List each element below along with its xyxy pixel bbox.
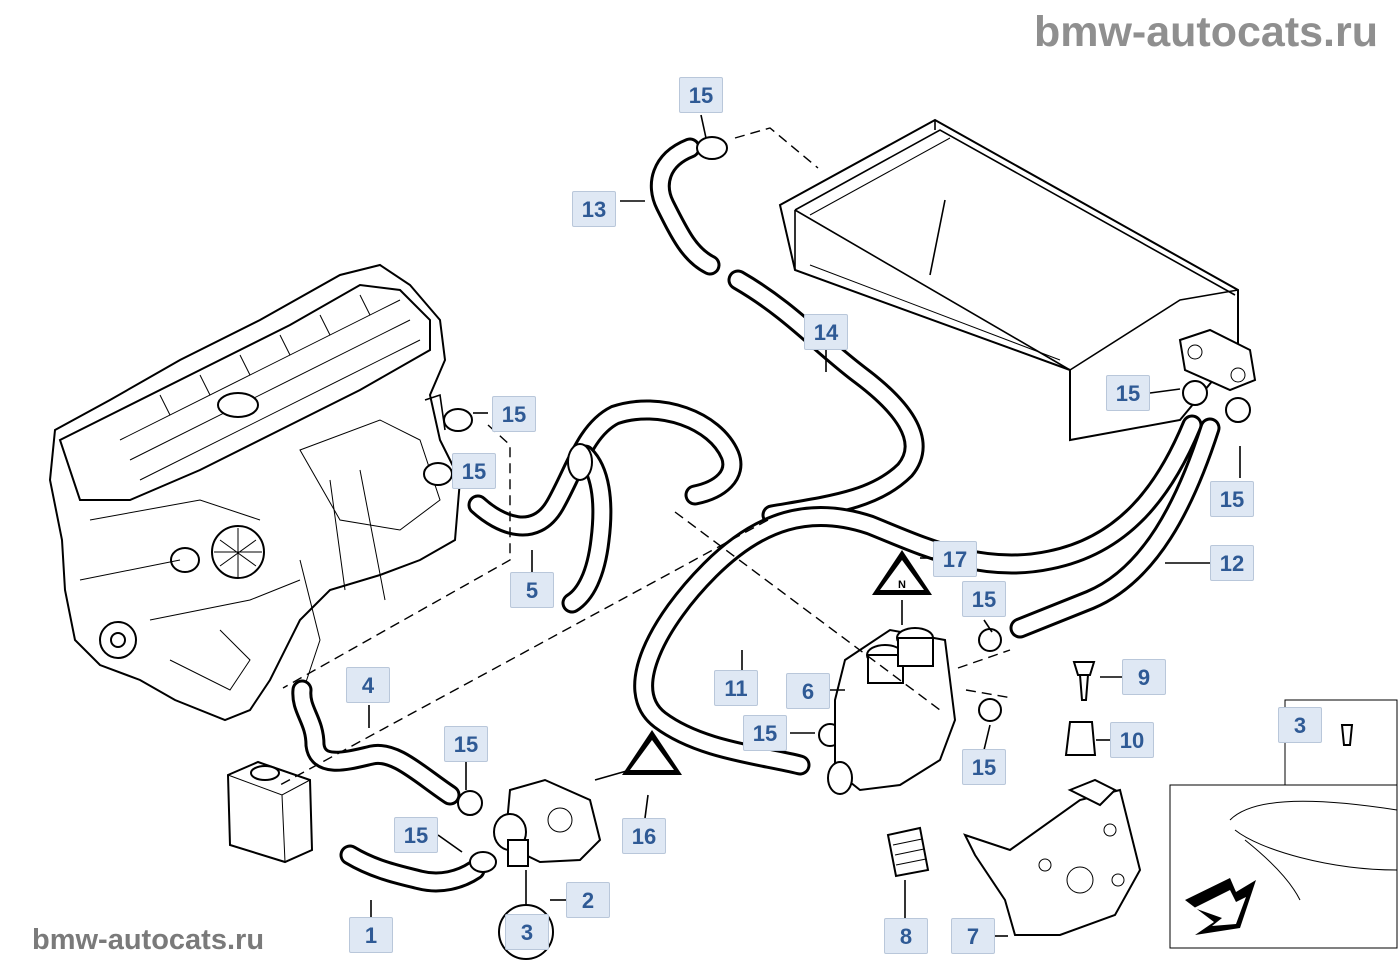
dashed-guides [279,127,1013,786]
heater-valve [827,627,957,795]
callout-7[interactable]: 7 [951,918,995,954]
callout-15-valve-bottom[interactable]: 15 [962,749,1006,785]
screw [1072,661,1096,701]
callout-15-valve-top[interactable]: 15 [962,581,1006,617]
coolant-reservoir [226,760,314,864]
callout-14[interactable]: 14 [804,314,848,350]
bracket [963,778,1142,936]
callout-15-pump-bottom[interactable]: 15 [394,817,438,853]
svg-text:N: N [898,579,906,591]
hose-14 [727,269,925,526]
hose-5 [467,399,743,614]
hose-13 [649,137,721,276]
circle-ref-3: 3 [498,904,554,960]
callout-2[interactable]: 2 [566,882,610,918]
callout-15-valve-left[interactable]: 15 [743,715,787,751]
hose-4 [291,679,461,806]
callout-4[interactable]: 4 [346,667,390,703]
callout-3-detail[interactable]: 3 [1278,707,1322,743]
callout-3-circle[interactable]: 3 [505,914,549,950]
rubber-pad [886,826,930,878]
callout-12[interactable]: 12 [1210,545,1254,581]
leader-lines [368,114,1241,937]
detail-inset [1169,699,1398,949]
warning-triangle-17: N [872,550,932,595]
watermark-top: bmw-autocats.ru [1033,8,1378,56]
callout-15-engine-b[interactable]: 15 [452,453,496,489]
grommet [1064,721,1097,756]
hose-1 [339,844,486,893]
callout-15-pump-top[interactable]: 15 [444,726,488,762]
callout-8[interactable]: 8 [884,918,928,954]
engine-block [48,263,462,722]
callout-15-heater-right[interactable]: 15 [1210,481,1254,517]
water-pump [493,778,602,867]
callout-1[interactable]: 1 [349,917,393,953]
callout-11[interactable]: 11 [714,670,758,706]
hose-clamps [423,136,1251,873]
callout-15-engine-a[interactable]: 15 [492,396,536,432]
callout-9[interactable]: 9 [1122,659,1166,695]
callout-17[interactable]: 17 [933,541,977,577]
callout-15-heater-left[interactable]: 15 [1106,375,1150,411]
callout-10[interactable]: 10 [1110,722,1154,758]
watermark-bottom: bmw-autocats.ru [32,924,265,956]
heater-core [778,118,1257,442]
callout-13[interactable]: 13 [572,191,616,227]
callout-16[interactable]: 16 [622,818,666,854]
callout-6[interactable]: 6 [786,673,830,709]
hose-12 [633,414,1221,776]
callout-15-top[interactable]: 15 [679,77,723,113]
callout-5[interactable]: 5 [510,572,554,608]
warning-triangle-16 [622,730,682,775]
